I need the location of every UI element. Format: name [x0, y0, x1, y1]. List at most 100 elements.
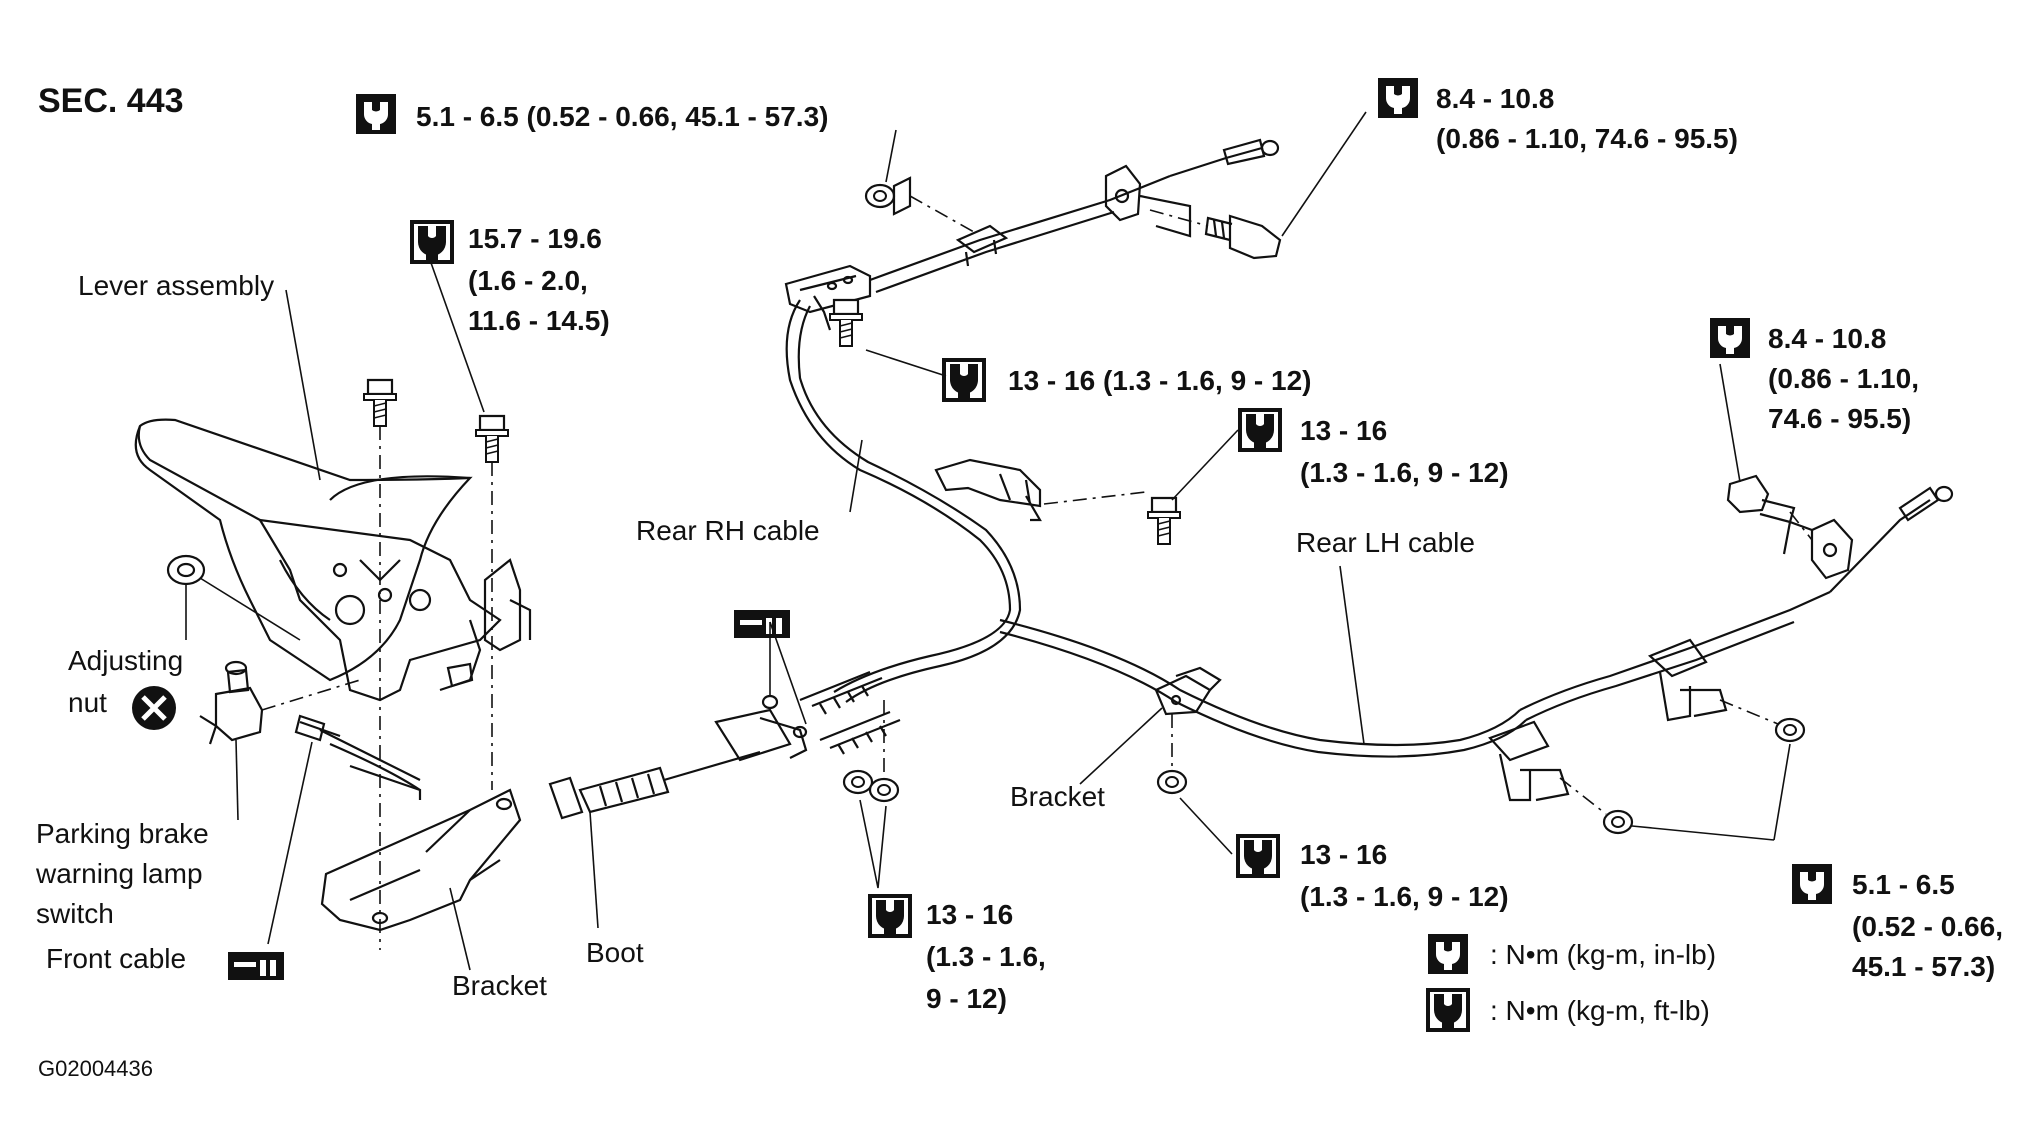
boot-label: Boot	[586, 937, 644, 968]
bolt-icon	[474, 414, 510, 464]
adjusting-nut-icon	[132, 686, 176, 730]
nut-icon	[1156, 769, 1188, 795]
torque-lever-2: (1.6 - 2.0,	[468, 265, 588, 296]
bracket-left	[320, 788, 522, 971]
lh-top-bolt	[1726, 474, 1796, 524]
rear-rh-cable	[785, 299, 1022, 703]
bracket-center	[1079, 666, 1222, 785]
rh-cable-end	[1169, 146, 1263, 178]
torque-rh-top-2: (0.86 - 1.10, 74.6 - 95.5)	[1436, 123, 1738, 154]
center-line	[1149, 209, 1209, 227]
nut-icon	[842, 769, 874, 795]
torque-ftlb-icon	[1238, 408, 1282, 452]
rh-upper-bracket	[784, 264, 872, 331]
leader-line	[285, 289, 321, 481]
leader-line	[1281, 111, 1367, 237]
legend-inlb: : N•m (kg-m, in-lb)	[1490, 939, 1716, 970]
bolt-icon	[828, 298, 864, 348]
torque-inlb-icon	[1792, 864, 1832, 904]
front-cable-label: Front cable	[46, 943, 186, 974]
front-cable	[267, 714, 422, 945]
torque-eq-1: 13 - 16	[926, 899, 1013, 930]
front-cable-icon	[228, 952, 284, 980]
torque-top: 5.1 - 6.5 (0.52 - 0.66, 45.1 - 57.3)	[416, 101, 828, 132]
spring-coils	[819, 685, 869, 715]
adjusting-nut-label: Adjusting	[68, 645, 183, 676]
torque-lh-top-2: (0.86 - 1.10,	[1768, 363, 1919, 394]
legend-ftlb-icon	[1426, 988, 1470, 1032]
front-cable-icon	[734, 610, 790, 638]
leader-line	[885, 129, 897, 183]
torque-lever-3: 11.6 - 14.5)	[468, 305, 610, 336]
rear-lh-cable	[999, 565, 1527, 758]
torque-eq-3: 9 - 12)	[926, 983, 1007, 1014]
nut-washer	[892, 176, 912, 216]
torque-bracket-2: (1.3 - 1.6, 9 - 12)	[1300, 881, 1509, 912]
parking-brake-switch-label-3: switch	[36, 898, 114, 929]
bolt-icon	[362, 378, 398, 428]
torque-ftlb-icon	[1236, 834, 1280, 878]
front-cable-rod	[663, 750, 761, 782]
leader-line	[1719, 363, 1741, 483]
lh-cable-upper-2	[1525, 620, 1795, 721]
lh-cable-upper	[1519, 590, 1831, 711]
equalizer	[714, 621, 808, 762]
legend-inlb-icon	[1428, 934, 1468, 974]
torque-center-1: 13 - 16	[1300, 415, 1387, 446]
center-line	[1719, 699, 1779, 725]
torque-lever-1: 15.7 - 19.6	[468, 223, 602, 254]
torque-rh-mid: 13 - 16 (1.3 - 1.6, 9 - 12)	[1008, 365, 1312, 396]
nut-icon	[1774, 717, 1806, 743]
torque-ftlb-icon	[410, 220, 454, 264]
center-line	[1789, 511, 1813, 541]
rh-backing-plate-bracket	[1104, 164, 1192, 238]
torque-lh-bot-1: 5.1 - 6.5	[1852, 869, 1955, 900]
lever-assembly-label: Lever assembly	[78, 270, 274, 301]
torque-lh-top-1: 8.4 - 10.8	[1768, 323, 1886, 354]
torque-lh-top-3: 74.6 - 95.5)	[1768, 403, 1911, 434]
small-bolt	[446, 662, 474, 688]
nut-icon	[868, 777, 900, 803]
lh-cable-end	[1829, 499, 1931, 593]
boot	[548, 766, 670, 929]
rh-clamp	[955, 224, 1009, 267]
lh-cable-tip	[1898, 486, 1940, 522]
leader-line	[859, 799, 887, 889]
torque-rh-top-1: 8.4 - 10.8	[1436, 83, 1554, 114]
rh-cable-tip	[1222, 138, 1266, 166]
rh-cable-upper-2	[875, 210, 1115, 294]
center-line	[1559, 777, 1607, 815]
spring	[819, 710, 901, 750]
leader-line	[1631, 743, 1791, 841]
adjusting-nut-label-2: nut	[68, 687, 107, 718]
parking-brake-switch-label: Parking brake	[36, 818, 209, 849]
torque-ftlb-icon	[942, 358, 986, 402]
lh-clamp-lower	[1488, 720, 1570, 802]
leader-line	[865, 349, 947, 377]
torque-bracket-1: 13 - 16	[1300, 839, 1387, 870]
torque-inlb-icon	[1378, 78, 1418, 118]
rear-rh-cable-label: Rear RH cable	[636, 515, 820, 546]
lever-assembly	[134, 418, 532, 702]
torque-lh-bot-2: (0.52 - 0.66,	[1852, 911, 2003, 942]
bolt-icon	[1146, 496, 1182, 546]
rear-lh-cable-label: Rear LH cable	[1296, 527, 1475, 558]
spring-coils	[837, 725, 887, 755]
parking-brake-switch	[199, 660, 361, 821]
torque-inlb-icon	[1710, 318, 1750, 358]
torque-lh-bot-3: 45.1 - 57.3)	[1852, 951, 1995, 982]
rh-cable-clip	[934, 458, 1147, 522]
legend-ftlb: : N•m (kg-m, ft-lb)	[1490, 995, 1710, 1026]
lh-backing-plate-bracket	[1782, 518, 1854, 580]
leader-line	[1179, 797, 1233, 855]
rh-cable-tip-end	[1260, 139, 1280, 157]
nut-icon	[1602, 809, 1634, 835]
bracket-left-label: Bracket	[452, 970, 547, 1001]
rh-top-bolt	[1204, 214, 1282, 260]
torque-center-2: (1.3 - 1.6, 9 - 12)	[1300, 457, 1509, 488]
spring	[799, 670, 883, 708]
parking-brake-switch-label-2: warning lamp	[35, 858, 203, 889]
section-label: SEC. 443	[38, 82, 184, 120]
torque-eq-2: (1.3 - 1.6,	[926, 941, 1046, 972]
